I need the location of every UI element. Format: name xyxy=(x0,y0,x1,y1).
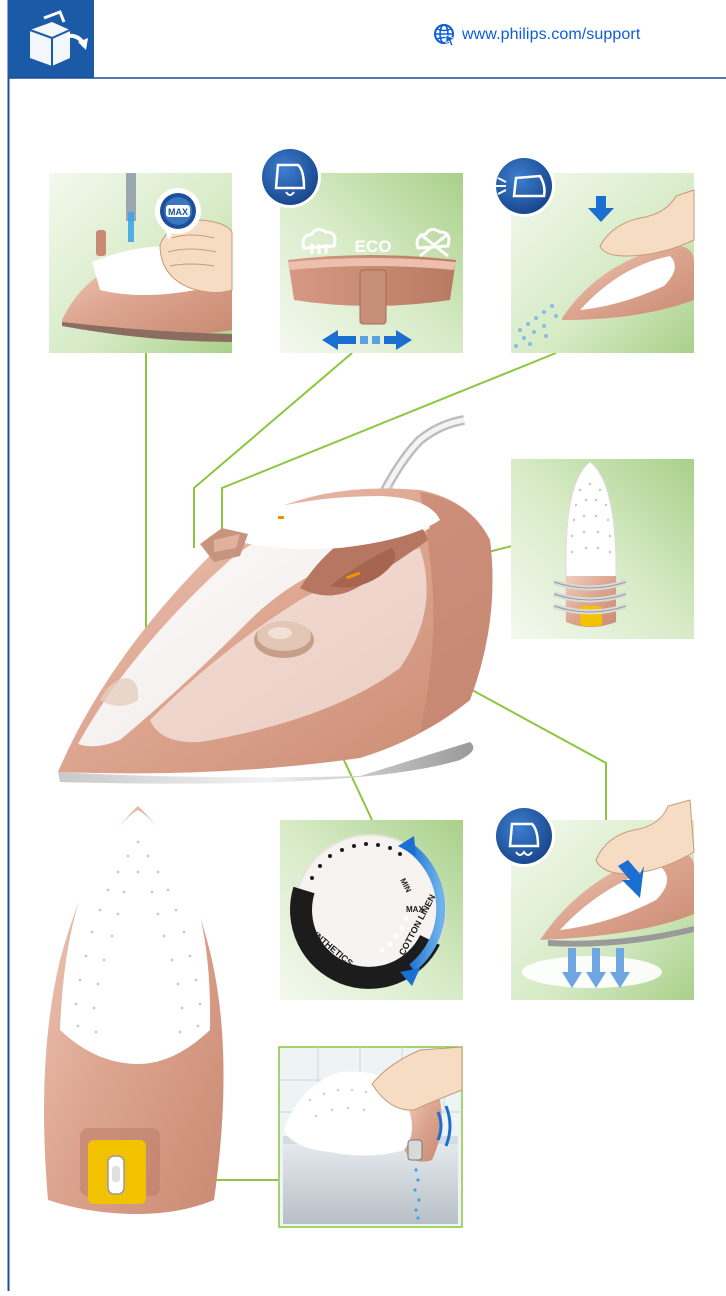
panel-spray xyxy=(493,155,694,353)
eco-label: ECO xyxy=(355,237,392,256)
main-iron xyxy=(58,420,493,784)
panel-temperature-dial: MIN MAX SYNTHETICS SILK COTTON LINEN xyxy=(280,820,463,1000)
panel-steam-boost xyxy=(493,800,694,1000)
panel-water-fill: MAX xyxy=(49,173,232,353)
box-arrow-icon xyxy=(8,0,94,78)
panel-cord-wrap xyxy=(511,459,694,639)
support-url[interactable]: www.philips.com/support xyxy=(462,26,640,44)
dial-silk-label: SILK xyxy=(356,970,377,980)
steam-iron-icon xyxy=(262,149,318,205)
iron-bottom-view xyxy=(44,806,224,1214)
steam-boost-icon xyxy=(496,808,552,864)
max-label: MAX xyxy=(168,207,188,217)
panel-steam-selector: ECO xyxy=(259,146,463,353)
panel-calc-clean xyxy=(279,1047,462,1227)
support-link[interactable]: www.philips.com/support xyxy=(434,22,640,48)
globe-cursor-icon xyxy=(434,24,456,46)
